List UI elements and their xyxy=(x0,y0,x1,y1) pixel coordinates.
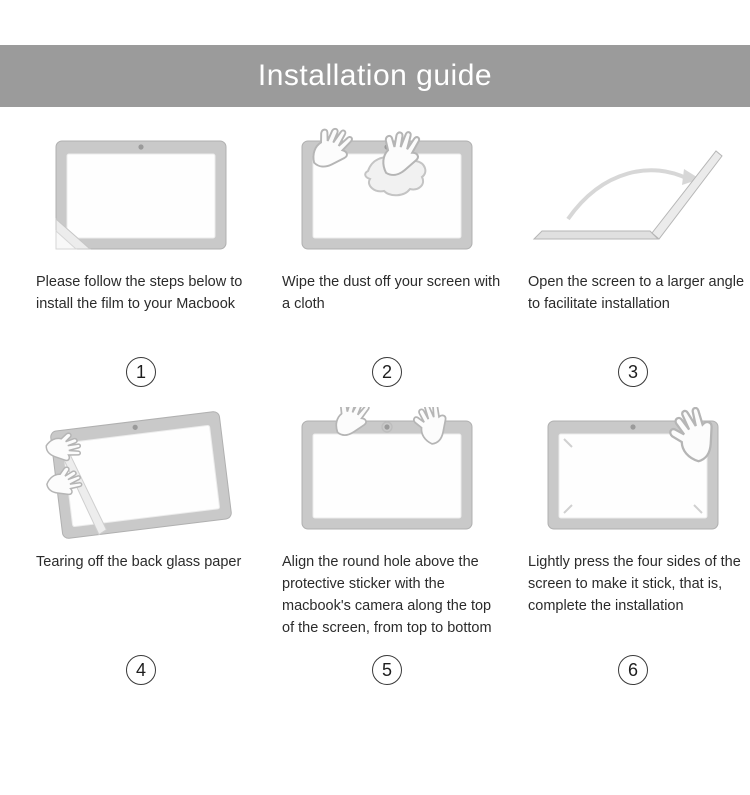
step-number-badge: 2 xyxy=(372,357,402,387)
open-laptop-angle-icon xyxy=(532,150,723,240)
step-3-illustration xyxy=(518,127,748,269)
wipe-cloth-icon xyxy=(301,127,473,250)
step-1: Please follow the steps below to install… xyxy=(26,127,256,401)
step-6-number: 6 xyxy=(518,639,748,686)
page-title: Installation guide xyxy=(257,59,493,92)
step-6-caption: Lightly press the four sides of the scre… xyxy=(528,554,741,615)
step-1-illustration xyxy=(26,127,256,269)
step-1-number: 1 xyxy=(26,341,256,387)
step-5: Align the round hole above the protectiv… xyxy=(272,407,502,699)
step-4: Tearing off the back glass paper 4 xyxy=(26,407,256,699)
header-banner: Installation guide xyxy=(0,45,750,107)
installation-guide-page: Installation guide Please follow the ste… xyxy=(0,45,750,795)
step-4-caption: Tearing off the back glass paper xyxy=(36,554,242,570)
press-four-sides-icon xyxy=(547,407,725,530)
step-number-badge: 4 xyxy=(126,655,156,686)
step-1-caption: Please follow the steps below to install… xyxy=(36,274,243,313)
step-3-number: 3 xyxy=(518,341,748,387)
macbook-film-peel-icon xyxy=(55,140,227,250)
step-6: Lightly press the four sides of the scre… xyxy=(518,407,748,699)
step-number-badge: 6 xyxy=(618,655,648,686)
step-2: Wipe the dust off your screen with a clo… xyxy=(272,127,502,401)
step-number-badge: 1 xyxy=(126,357,156,387)
step-4-illustration xyxy=(26,407,256,549)
step-2-caption: Wipe the dust off your screen with a clo… xyxy=(282,274,501,313)
align-camera-hole-icon xyxy=(301,407,473,530)
step-2-number: 2 xyxy=(272,341,502,387)
step-number-badge: 5 xyxy=(372,655,402,686)
step-5-caption: Align the round hole above the protectiv… xyxy=(282,554,492,637)
tear-back-paper-icon xyxy=(42,410,233,540)
step-number-badge: 3 xyxy=(618,357,648,387)
step-5-number: 5 xyxy=(272,639,502,686)
step-3: Open the screen to a larger angle to fac… xyxy=(518,127,748,401)
step-2-illustration xyxy=(272,127,502,269)
step-5-illustration xyxy=(272,407,502,549)
steps-grid: Please follow the steps below to install… xyxy=(0,107,750,699)
step-3-caption: Open the screen to a larger angle to fac… xyxy=(528,274,745,313)
step-4-number: 4 xyxy=(26,639,256,686)
step-6-illustration xyxy=(518,407,748,549)
